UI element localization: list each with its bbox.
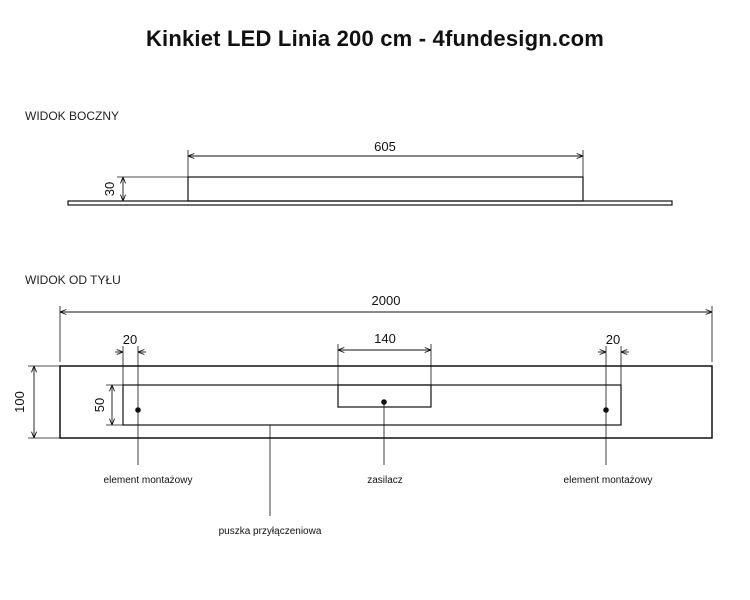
drawing-title: Kinkiet LED Linia 200 cm - 4fundesign.co… (145, 26, 605, 51)
total-length-dimension-text: 2000 (372, 293, 401, 308)
right-offset-dimension-text: 20 (606, 332, 620, 347)
inner-height-dimension-text: 50 (92, 398, 107, 412)
back-view-outer-frame (59, 365, 713, 439)
psu-box (337, 384, 432, 408)
back-view (28, 306, 713, 516)
side-view-heading: WIDOK BOCZNY (25, 109, 120, 123)
side-height-dimension-text: 30 (102, 182, 117, 196)
junction-box-label: puszka przyłączeniowa (219, 526, 322, 537)
psu-point (381, 399, 387, 405)
mount-left-label: element montażowy (104, 475, 193, 486)
psu-label: zasilacz (367, 475, 403, 486)
back-view-inner-plate (122, 384, 622, 426)
mount-right-label: element montażowy (564, 475, 653, 486)
side-view (67, 150, 673, 206)
mount-point-left (135, 407, 141, 413)
side-width-dimension-text: 605 (374, 139, 396, 154)
side-view-mounting-plate (67, 200, 673, 206)
left-offset-dimension-text: 20 (123, 332, 137, 347)
back-view-heading: WIDOK OD TYŁU (25, 273, 121, 287)
psu-width-dimension-text: 140 (374, 331, 396, 346)
mount-point-right (603, 407, 609, 413)
side-view-lamp-body (187, 176, 584, 202)
total-height-dimension-text: 100 (12, 391, 27, 413)
